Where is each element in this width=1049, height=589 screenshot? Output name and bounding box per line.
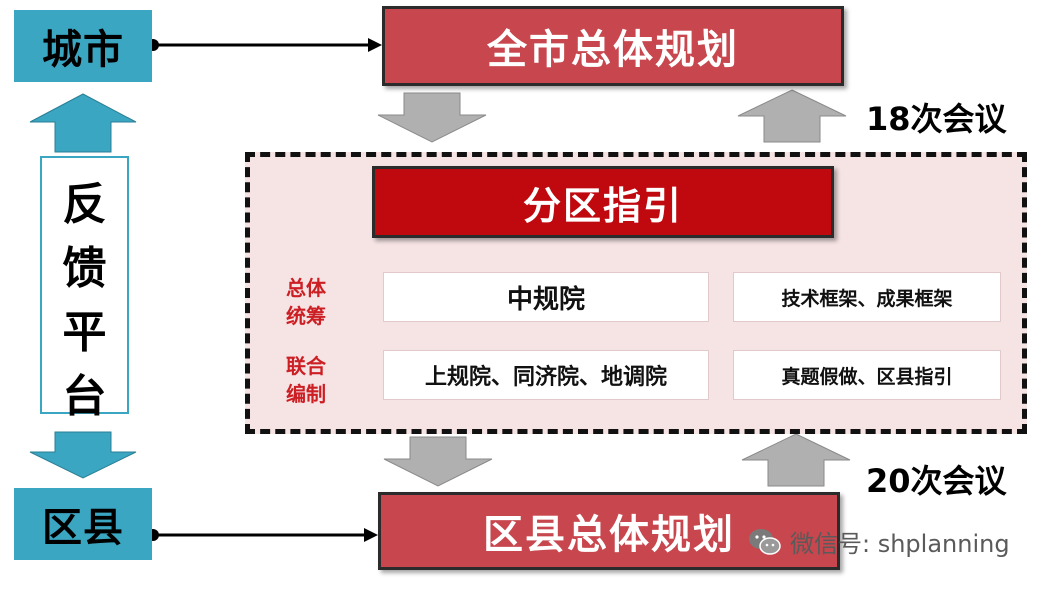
city-box: 城市	[14, 10, 152, 82]
city-connector-arrowhead	[368, 38, 382, 52]
gray-down-arrow-top	[377, 92, 487, 143]
role-line: 联合	[286, 354, 326, 378]
role-line: 总体	[286, 276, 326, 300]
content-cell-row1: 技术框架、成果框架	[733, 272, 1001, 322]
feedback-char: 台	[62, 371, 107, 422]
org-cell-row2: 上规院、同济院、地调院	[383, 350, 709, 400]
feedback-char: 反	[62, 179, 107, 230]
org-cell-row1: 中规院	[383, 272, 709, 322]
content-cell-text: 技术框架、成果框架	[781, 287, 953, 310]
meeting-count-bottom: 20次会议	[866, 462, 1007, 500]
org-cell-text: 上规院、同济院、地调院	[424, 365, 667, 390]
district-box: 区县	[14, 488, 152, 560]
meeting-count-top: 18次会议	[866, 100, 1007, 138]
role-joint-compilation: 联合 编制	[268, 352, 344, 408]
org-cell-text: 中规院	[506, 284, 585, 315]
district-guidance-box: 分区指引	[372, 166, 834, 238]
content-cell-row2: 真题假做、区县指引	[733, 350, 1001, 400]
city-label: 城市	[42, 27, 124, 73]
gray-down-arrow-bottom	[383, 436, 493, 487]
district-master-plan-box: 区县总体规划	[378, 492, 840, 570]
citywide-master-plan-box: 全市总体规划	[382, 6, 844, 86]
feedback-platform-box: 反 馈 平 台	[40, 156, 129, 422]
gray-up-arrow-bottom	[741, 433, 851, 487]
role-line: 编制	[286, 382, 326, 406]
role-overall-coordination: 总体 统筹	[268, 274, 344, 330]
district-label: 区县	[42, 505, 124, 551]
content-cell-text: 真题假做、区县指引	[781, 365, 953, 388]
wechat-icon	[749, 528, 781, 555]
feedback-char: 馈	[62, 243, 107, 294]
role-line: 统筹	[286, 304, 326, 328]
wechat-watermark: 微信号: shplanning	[748, 524, 1010, 559]
teal-down-arrow	[29, 431, 137, 479]
district-guidance-label: 分区指引	[522, 183, 683, 228]
feedback-char: 平	[62, 307, 107, 358]
district-connector-arrowhead	[364, 528, 378, 542]
gray-up-arrow-top	[737, 89, 847, 143]
teal-up-arrow	[29, 93, 137, 153]
citywide-master-plan-label: 全市总体规划	[487, 27, 739, 73]
watermark-text: 微信号: shplanning	[790, 530, 1010, 558]
district-master-plan-label: 区县总体规划	[483, 512, 735, 558]
